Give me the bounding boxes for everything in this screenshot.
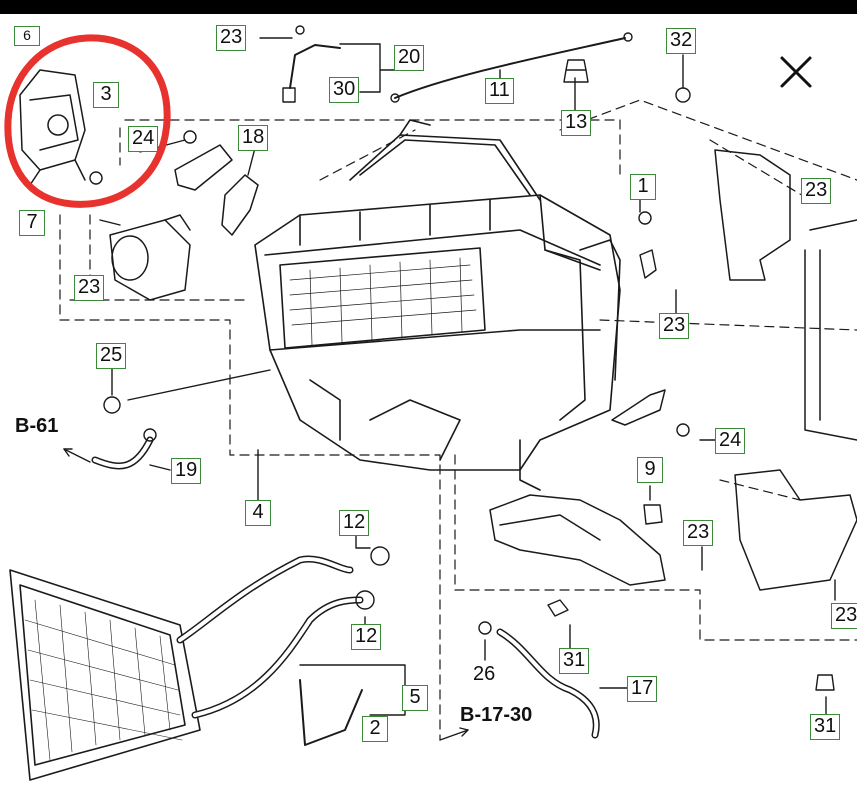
callout-7: 7 bbox=[19, 210, 45, 236]
callout-12: 12 bbox=[339, 510, 370, 536]
callout-24: 24 bbox=[715, 428, 746, 454]
callout-31: 31 bbox=[559, 648, 590, 674]
callout-31: 31 bbox=[810, 714, 841, 740]
callout-23: 23 bbox=[831, 603, 857, 629]
callout-1: 1 bbox=[630, 174, 656, 200]
callout-24: 24 bbox=[128, 126, 159, 152]
callout-23: 23 bbox=[659, 313, 690, 339]
callout-6: 6 bbox=[14, 26, 40, 46]
highlight-circle bbox=[4, 34, 171, 208]
callout-30: 30 bbox=[329, 77, 360, 103]
callout-3: 3 bbox=[93, 82, 119, 108]
callout-32: 32 bbox=[666, 28, 697, 54]
callout-23: 23 bbox=[683, 520, 714, 546]
callout-13: 13 bbox=[561, 110, 592, 136]
callout-12: 12 bbox=[351, 624, 382, 650]
callout-20: 20 bbox=[394, 45, 425, 71]
callout-9: 9 bbox=[637, 457, 663, 483]
callout-17: 17 bbox=[627, 676, 658, 702]
label-26: 26 bbox=[473, 663, 496, 685]
callout-4: 4 bbox=[245, 500, 271, 526]
callout-23: 23 bbox=[216, 25, 247, 51]
callout-5: 5 bbox=[402, 685, 428, 711]
callout-18: 18 bbox=[238, 125, 269, 151]
close-x-icon bbox=[780, 56, 812, 88]
reference-b17-30[interactable]: B-17-30 bbox=[460, 704, 533, 726]
close-button[interactable] bbox=[774, 50, 818, 94]
reference-b61[interactable]: B-61 bbox=[15, 415, 59, 437]
top-status-bar bbox=[0, 0, 857, 14]
callout-23: 23 bbox=[801, 178, 832, 204]
callout-23: 23 bbox=[74, 275, 105, 301]
callout-19: 19 bbox=[171, 458, 202, 484]
callout-25: 25 bbox=[96, 343, 127, 369]
callout-2: 2 bbox=[362, 716, 388, 742]
callout-11: 11 bbox=[485, 78, 514, 104]
